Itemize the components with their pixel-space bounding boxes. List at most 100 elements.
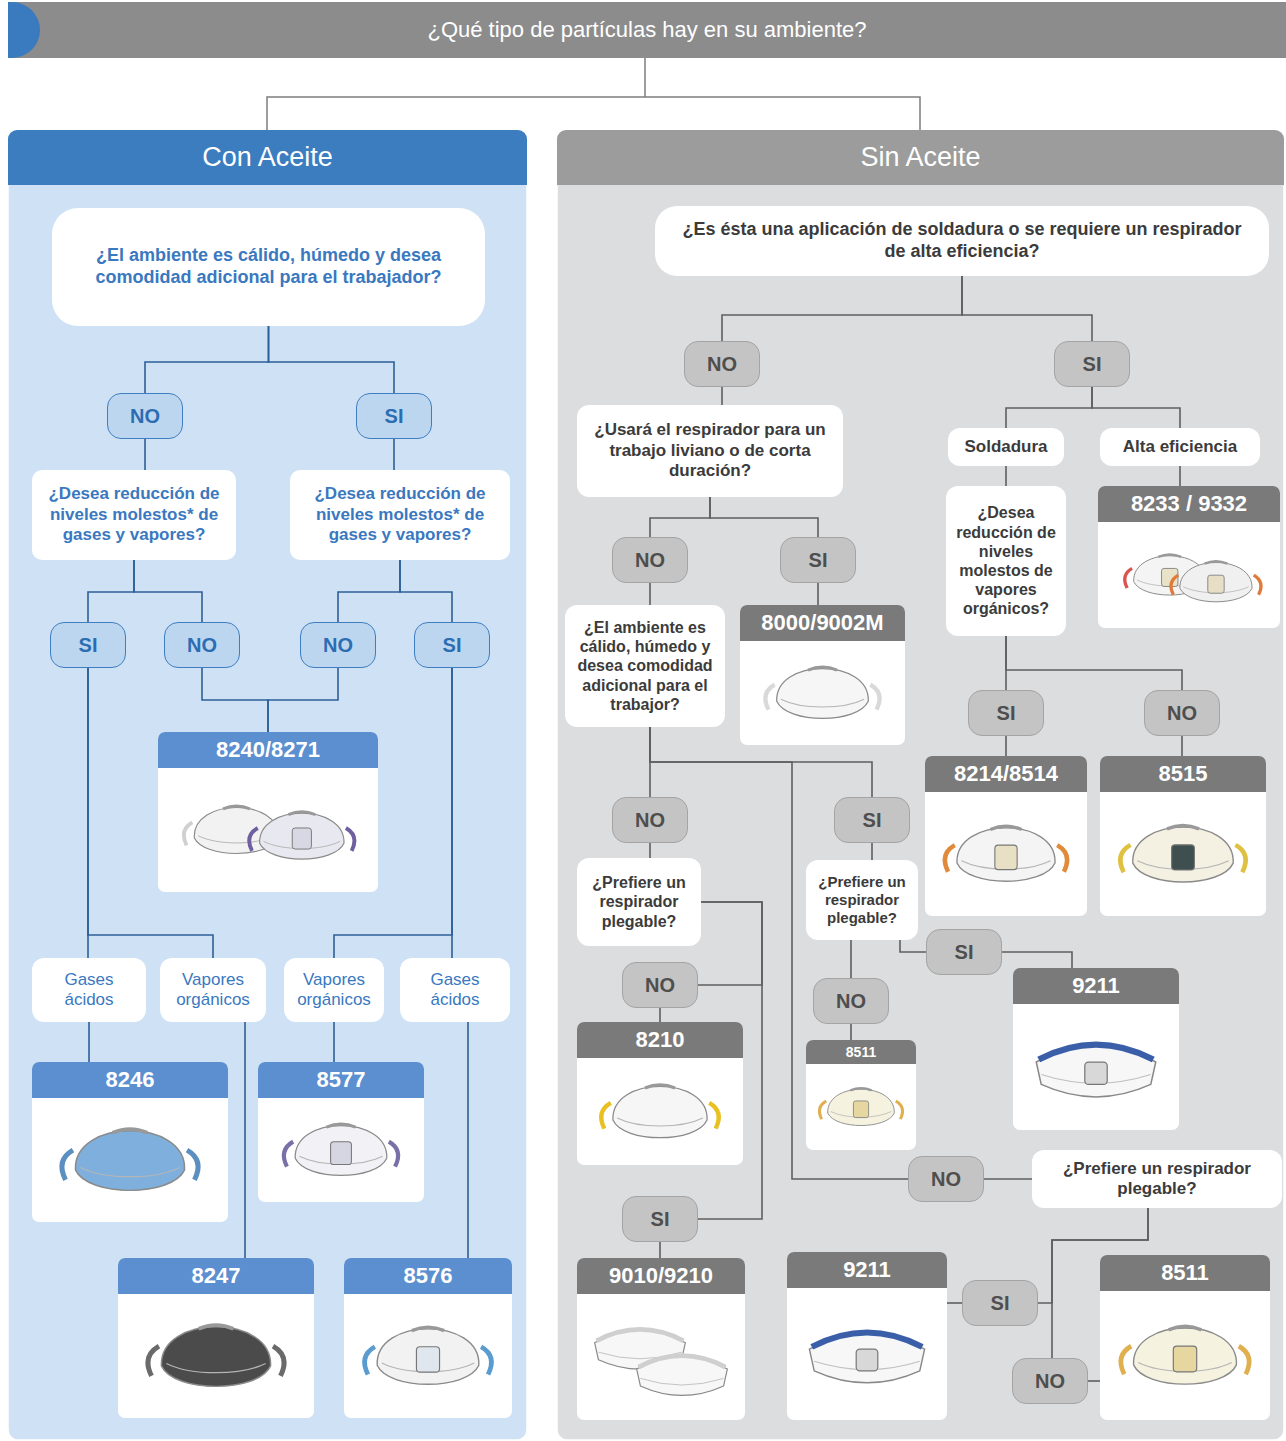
mask-cup [1133, 827, 1234, 882]
nose-clip [1169, 1326, 1202, 1330]
mask-figure [637, 1356, 728, 1396]
connector [333, 1022, 335, 1062]
mask-band [597, 1329, 684, 1340]
answer-pill: SI [780, 537, 856, 583]
nose-clip [990, 826, 1021, 829]
product-code: 8233 / 9332 [1098, 486, 1280, 522]
mask-cup [777, 669, 869, 719]
mask-cup [295, 1126, 387, 1176]
option-text: Vapores orgánicos [290, 970, 378, 1011]
product-code: 8511 [806, 1040, 916, 1064]
answer-pill: SI [834, 797, 910, 843]
connector [202, 668, 268, 732]
panel: Con Aceite ¿El ambiente es cálido, húmedo… [8, 130, 527, 1440]
connector [268, 668, 338, 732]
answer-label: SI [969, 701, 1043, 725]
question-box: ¿Desea reducción de niveles molestos* de… [32, 470, 236, 560]
product-card: 8511 [806, 1040, 916, 1150]
answer-label: SI [963, 1291, 1037, 1315]
product-photo [158, 768, 378, 892]
panel-heading: Con Aceite [8, 130, 527, 185]
option-box: Vapores orgánicos [160, 958, 266, 1022]
mask-figure [62, 1129, 198, 1190]
product-photo [925, 792, 1087, 916]
answer-pill: SI [622, 1196, 698, 1242]
product-photo [32, 1098, 228, 1222]
product-card: 8000/9002M [740, 605, 905, 745]
connector [88, 1022, 90, 1062]
product-photo [344, 1294, 512, 1418]
option-box: Alta eficiencia [1100, 428, 1260, 466]
connector [850, 940, 852, 978]
nose-clip [113, 1129, 148, 1133]
question-box: ¿Desea reducción de niveles molestos de … [946, 486, 1066, 636]
product-photo [118, 1294, 314, 1418]
mask-figure [148, 1325, 284, 1386]
product-code: 9211 [1013, 968, 1179, 1004]
question-text: ¿Es ésta una aplicación de soldadura o s… [675, 219, 1249, 262]
answer-label: NO [814, 989, 888, 1013]
connector [649, 843, 651, 858]
question-text: ¿Desea reducción de niveles molestos* de… [298, 484, 502, 545]
option-text: Gases ácidos [38, 970, 140, 1011]
question-text: ¿Desea reducción de niveles molestos de … [950, 503, 1062, 618]
connector [698, 902, 762, 985]
question-text: ¿Prefiere un respirador plegable? [1042, 1159, 1272, 1200]
answer-pill: SI [414, 622, 490, 668]
product-photo [577, 1294, 745, 1420]
option-box: Gases ácidos [400, 958, 510, 1022]
title-accent [8, 2, 40, 58]
mask-cup [613, 1086, 707, 1137]
answer-label: NO [909, 1167, 983, 1191]
title-text: ¿Qué tipo de partículas hay en su ambien… [8, 2, 1286, 58]
question-text: ¿Usará el respirador para un trabajo liv… [587, 420, 833, 481]
question-text: ¿El ambiente es cálido, húmedo y desea c… [82, 245, 455, 288]
product-code: 8240/8271 [158, 732, 378, 768]
mask-seam [617, 1118, 703, 1126]
product-code: 8247 [118, 1258, 314, 1294]
question-text: ¿Desea reducción de niveles molestos* de… [40, 484, 228, 545]
product-code: 9010/9210 [577, 1258, 745, 1294]
nose-clip [1167, 825, 1199, 828]
connector [659, 1008, 661, 1022]
mask-figure [765, 667, 879, 718]
panel-fill [557, 130, 1284, 1440]
nose-clip [412, 1327, 444, 1330]
answer-pill: SI [926, 929, 1002, 975]
mask-figure [601, 1085, 719, 1138]
mask-valve [292, 828, 311, 849]
mask-valve [853, 1101, 868, 1118]
connector [1005, 736, 1007, 756]
mask-figure [1121, 1326, 1249, 1384]
answer-pill: NO [684, 341, 760, 387]
product-card: 8511 [1100, 1255, 1270, 1420]
connector [1006, 636, 1182, 690]
mask-cup [957, 828, 1055, 881]
product-photo [258, 1098, 424, 1202]
connector [144, 439, 146, 470]
answer-label: NO [613, 548, 687, 572]
mask-cup [1134, 1328, 1237, 1384]
nose-clip [850, 1088, 871, 1090]
connector [850, 1024, 852, 1040]
question-text: ¿Prefiere un respirador plegable? [810, 873, 914, 927]
question-box: ¿Usará el respirador para un trabajo liv… [577, 405, 843, 497]
question-box: ¿Prefiere un respirador plegable? [806, 860, 918, 940]
answer-pill: NO [612, 537, 688, 583]
mask-figure [809, 1332, 924, 1382]
connector [1006, 387, 1092, 428]
answer-label: SI [415, 633, 489, 657]
connector [659, 1242, 661, 1258]
title-band: ¿Qué tipo de partículas hay en su ambien… [8, 2, 1286, 58]
option-box: Gases ácidos [32, 958, 146, 1022]
product-card: 8515 [1100, 756, 1266, 916]
answer-label: SI [357, 404, 431, 428]
answer-pill: NO [164, 622, 240, 668]
mask-valve [416, 1347, 439, 1372]
answer-label: NO [165, 633, 239, 657]
nose-clip [645, 1085, 675, 1088]
product-photo [787, 1288, 947, 1420]
product-card: 9010/9210 [577, 1258, 745, 1420]
connector [962, 276, 1092, 341]
mask-valve [1173, 1346, 1196, 1372]
